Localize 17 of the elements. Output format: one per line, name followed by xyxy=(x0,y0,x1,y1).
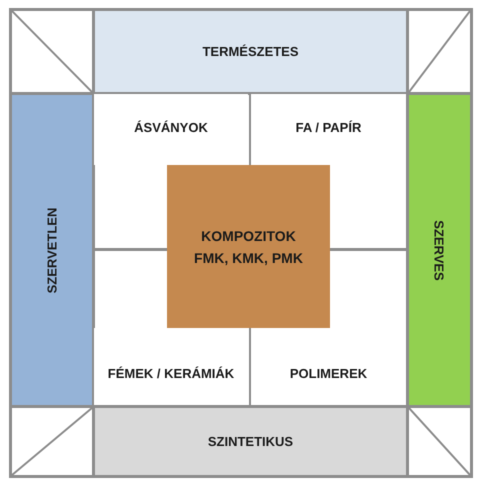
category-band xyxy=(9,92,95,408)
quadrant-cell xyxy=(251,94,406,165)
band-label: TERMÉSZETES xyxy=(202,44,299,59)
band-label: SZERVETLEN xyxy=(44,207,60,293)
cell-label: FA / PAPÍR xyxy=(296,120,362,135)
quadrant-cell xyxy=(94,94,248,165)
center-title: KOMPOZITOK xyxy=(201,226,296,246)
cell-label: ÁSVÁNYOK xyxy=(134,120,208,135)
category-band xyxy=(406,92,473,408)
cell-label: POLIMEREK xyxy=(290,366,368,381)
category-band xyxy=(92,405,409,478)
band-label: SZERVES xyxy=(432,220,447,280)
band-label: SZINTETIKUS xyxy=(208,434,294,449)
cell-label: FÉMEK / KERÁMIÁK xyxy=(108,366,234,381)
center-square xyxy=(167,165,330,328)
category-band xyxy=(92,8,409,95)
center-subtitle: FMK, KMK, PMK xyxy=(194,248,303,268)
